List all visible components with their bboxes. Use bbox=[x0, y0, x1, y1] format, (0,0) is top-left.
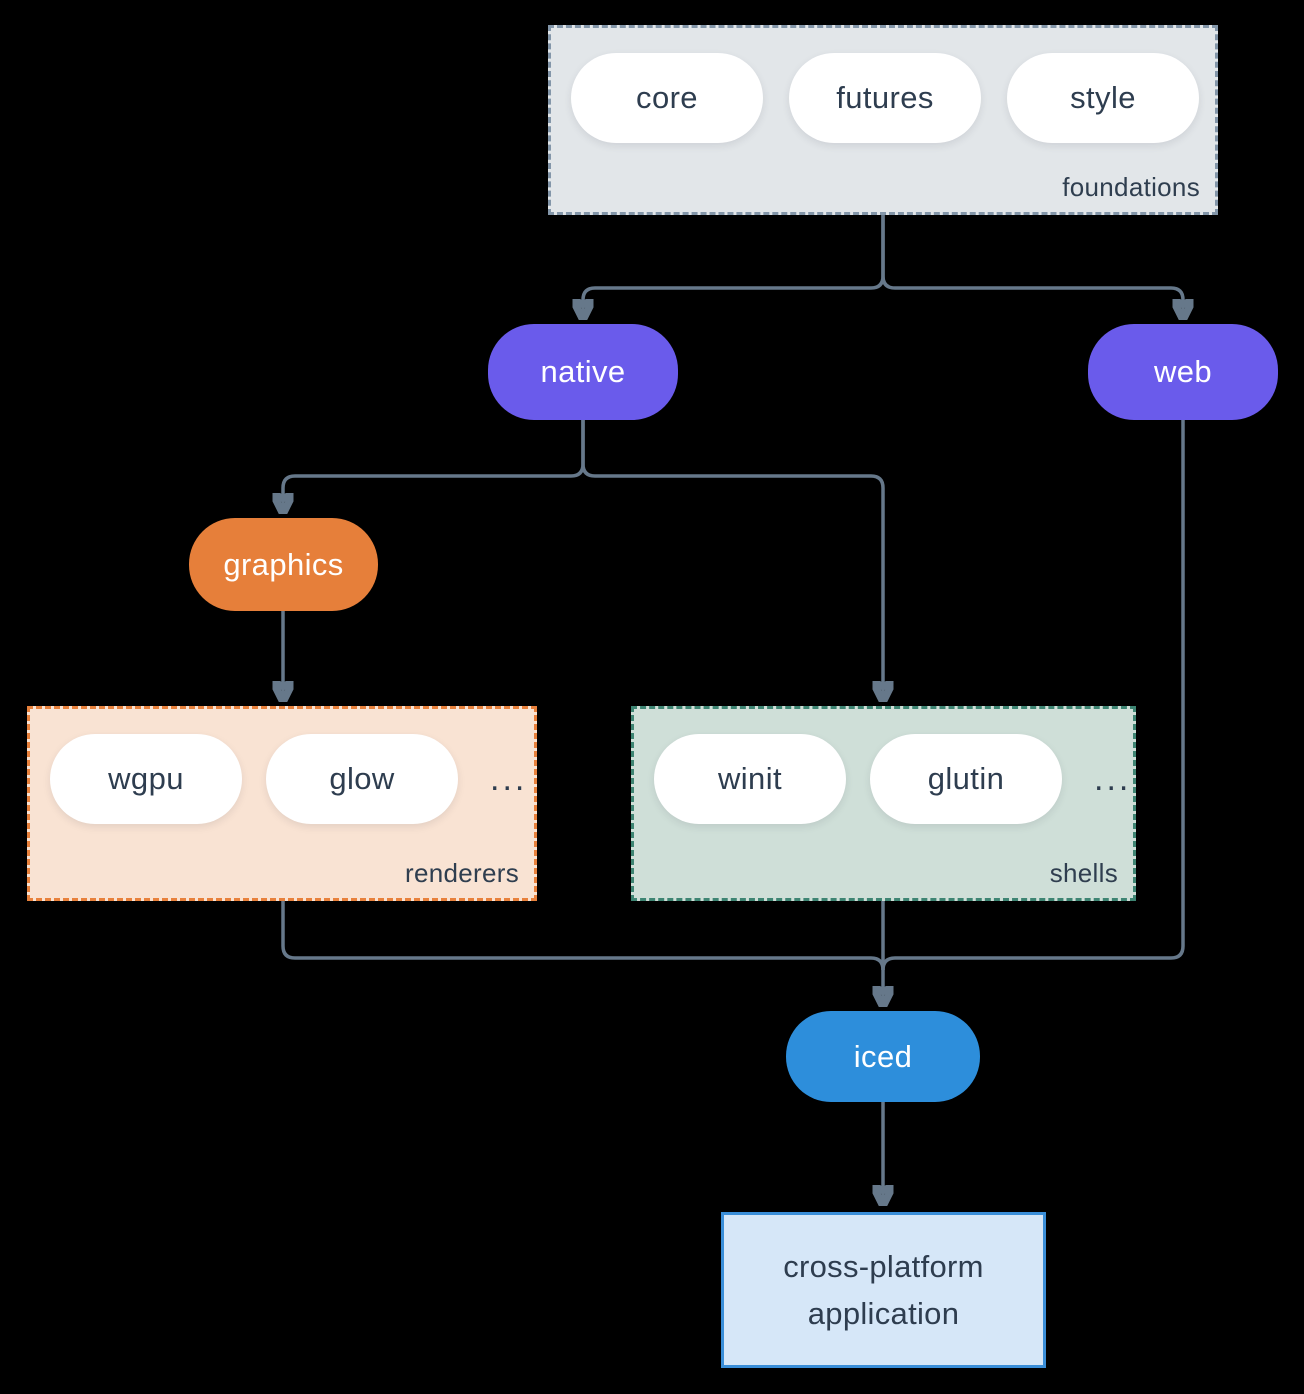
shells-label: shells bbox=[1049, 858, 1118, 888]
node-winit: winit bbox=[654, 734, 846, 824]
foundations-group: core futures style foundations bbox=[548, 25, 1218, 215]
renderers-label: renderers bbox=[405, 858, 519, 888]
node-core: core bbox=[571, 53, 763, 143]
node-glow: glow bbox=[266, 734, 458, 824]
node-iced: iced bbox=[786, 1011, 980, 1102]
foundations-pill-row: core futures style bbox=[571, 53, 1199, 143]
node-style: style bbox=[1007, 53, 1199, 143]
edge-native-graphics bbox=[283, 420, 585, 510]
edge-foundations-web bbox=[881, 215, 1183, 316]
node-graphics: graphics bbox=[189, 518, 378, 611]
node-web: web bbox=[1088, 324, 1278, 420]
node-futures: futures bbox=[789, 53, 981, 143]
foundations-label: foundations bbox=[1062, 172, 1200, 202]
application-label: cross-platform application bbox=[783, 1249, 984, 1331]
edge-native-shells bbox=[581, 420, 883, 698]
node-native: native bbox=[488, 324, 678, 420]
application-box: cross-platform application bbox=[721, 1212, 1046, 1368]
renderers-group: wgpu glow ... renderers bbox=[27, 706, 537, 901]
shells-group: winit glutin ... shells bbox=[631, 706, 1136, 901]
renderers-ellipsis: ... bbox=[490, 759, 528, 798]
node-glutin: glutin bbox=[870, 734, 1062, 824]
edge-foundations-native bbox=[583, 215, 885, 316]
shells-pill-row: winit glutin ... bbox=[654, 734, 1131, 824]
edge-renderers-merge bbox=[281, 901, 885, 971]
shells-ellipsis: ... bbox=[1094, 759, 1132, 798]
renderers-pill-row: wgpu glow ... bbox=[50, 734, 527, 824]
node-wgpu: wgpu bbox=[50, 734, 242, 824]
